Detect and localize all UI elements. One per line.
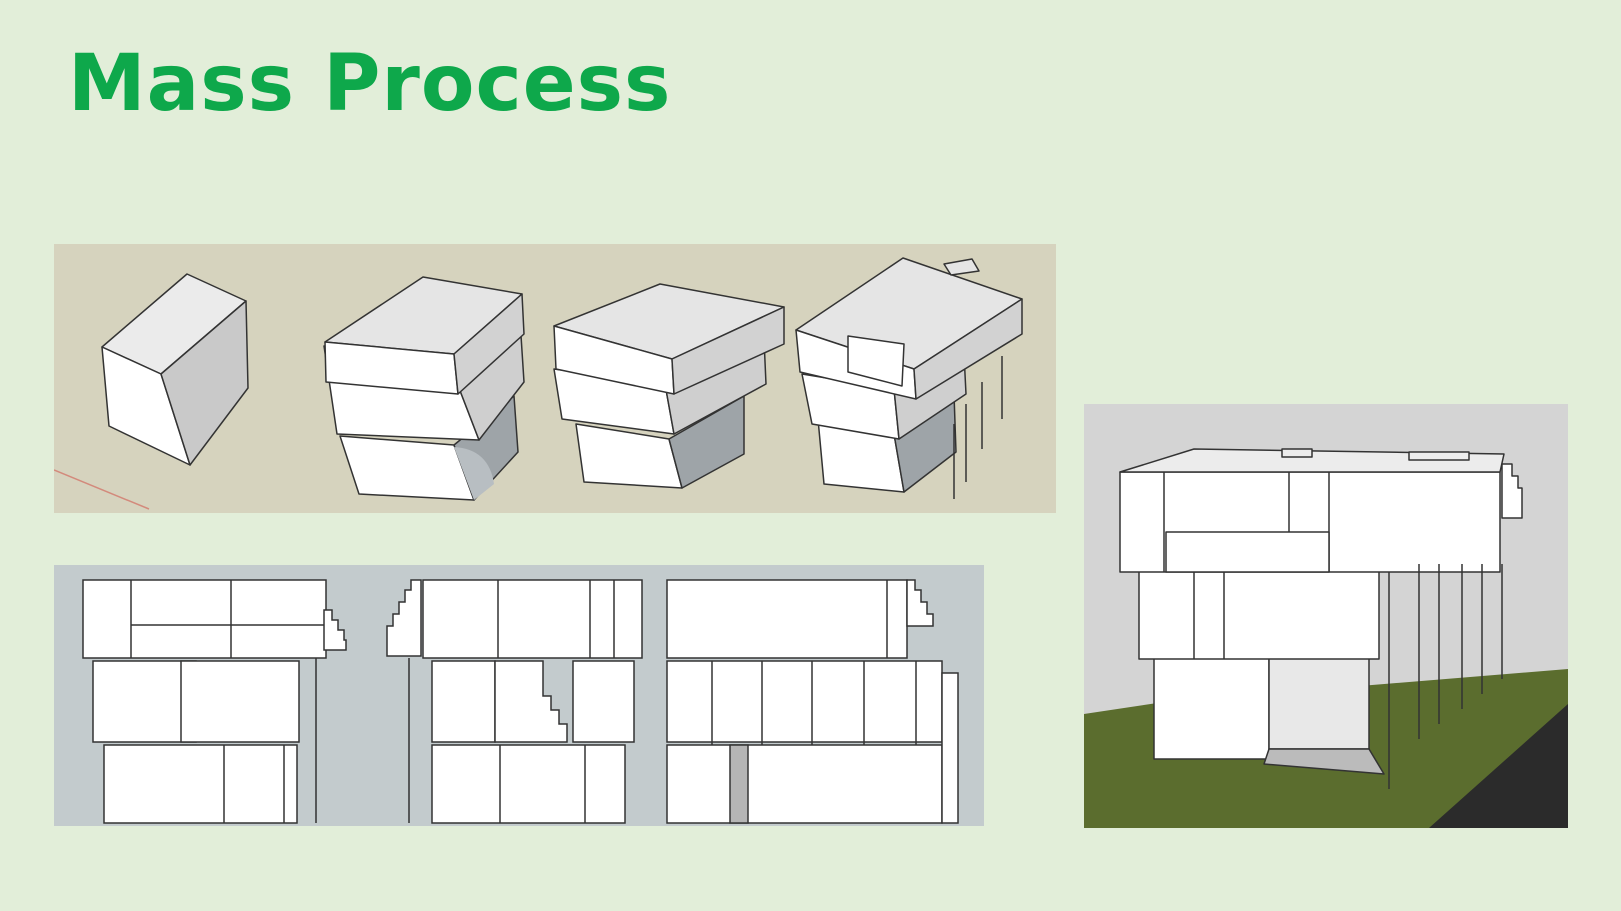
mass-process-steps [54,244,1056,513]
elevation-1 [82,579,347,824]
building-elevations [54,565,984,826]
elevation-2 [386,579,643,824]
mass-stage-3 [553,283,785,489]
mass-stage-1 [101,273,249,466]
final-mass-body [1119,448,1523,789]
slide-title: Mass Process [68,39,672,129]
mass-stage-2 [323,276,525,501]
final-mass-perspective [1084,404,1568,828]
elevation-3 [666,579,959,824]
mass-stage-4 [795,257,1023,499]
